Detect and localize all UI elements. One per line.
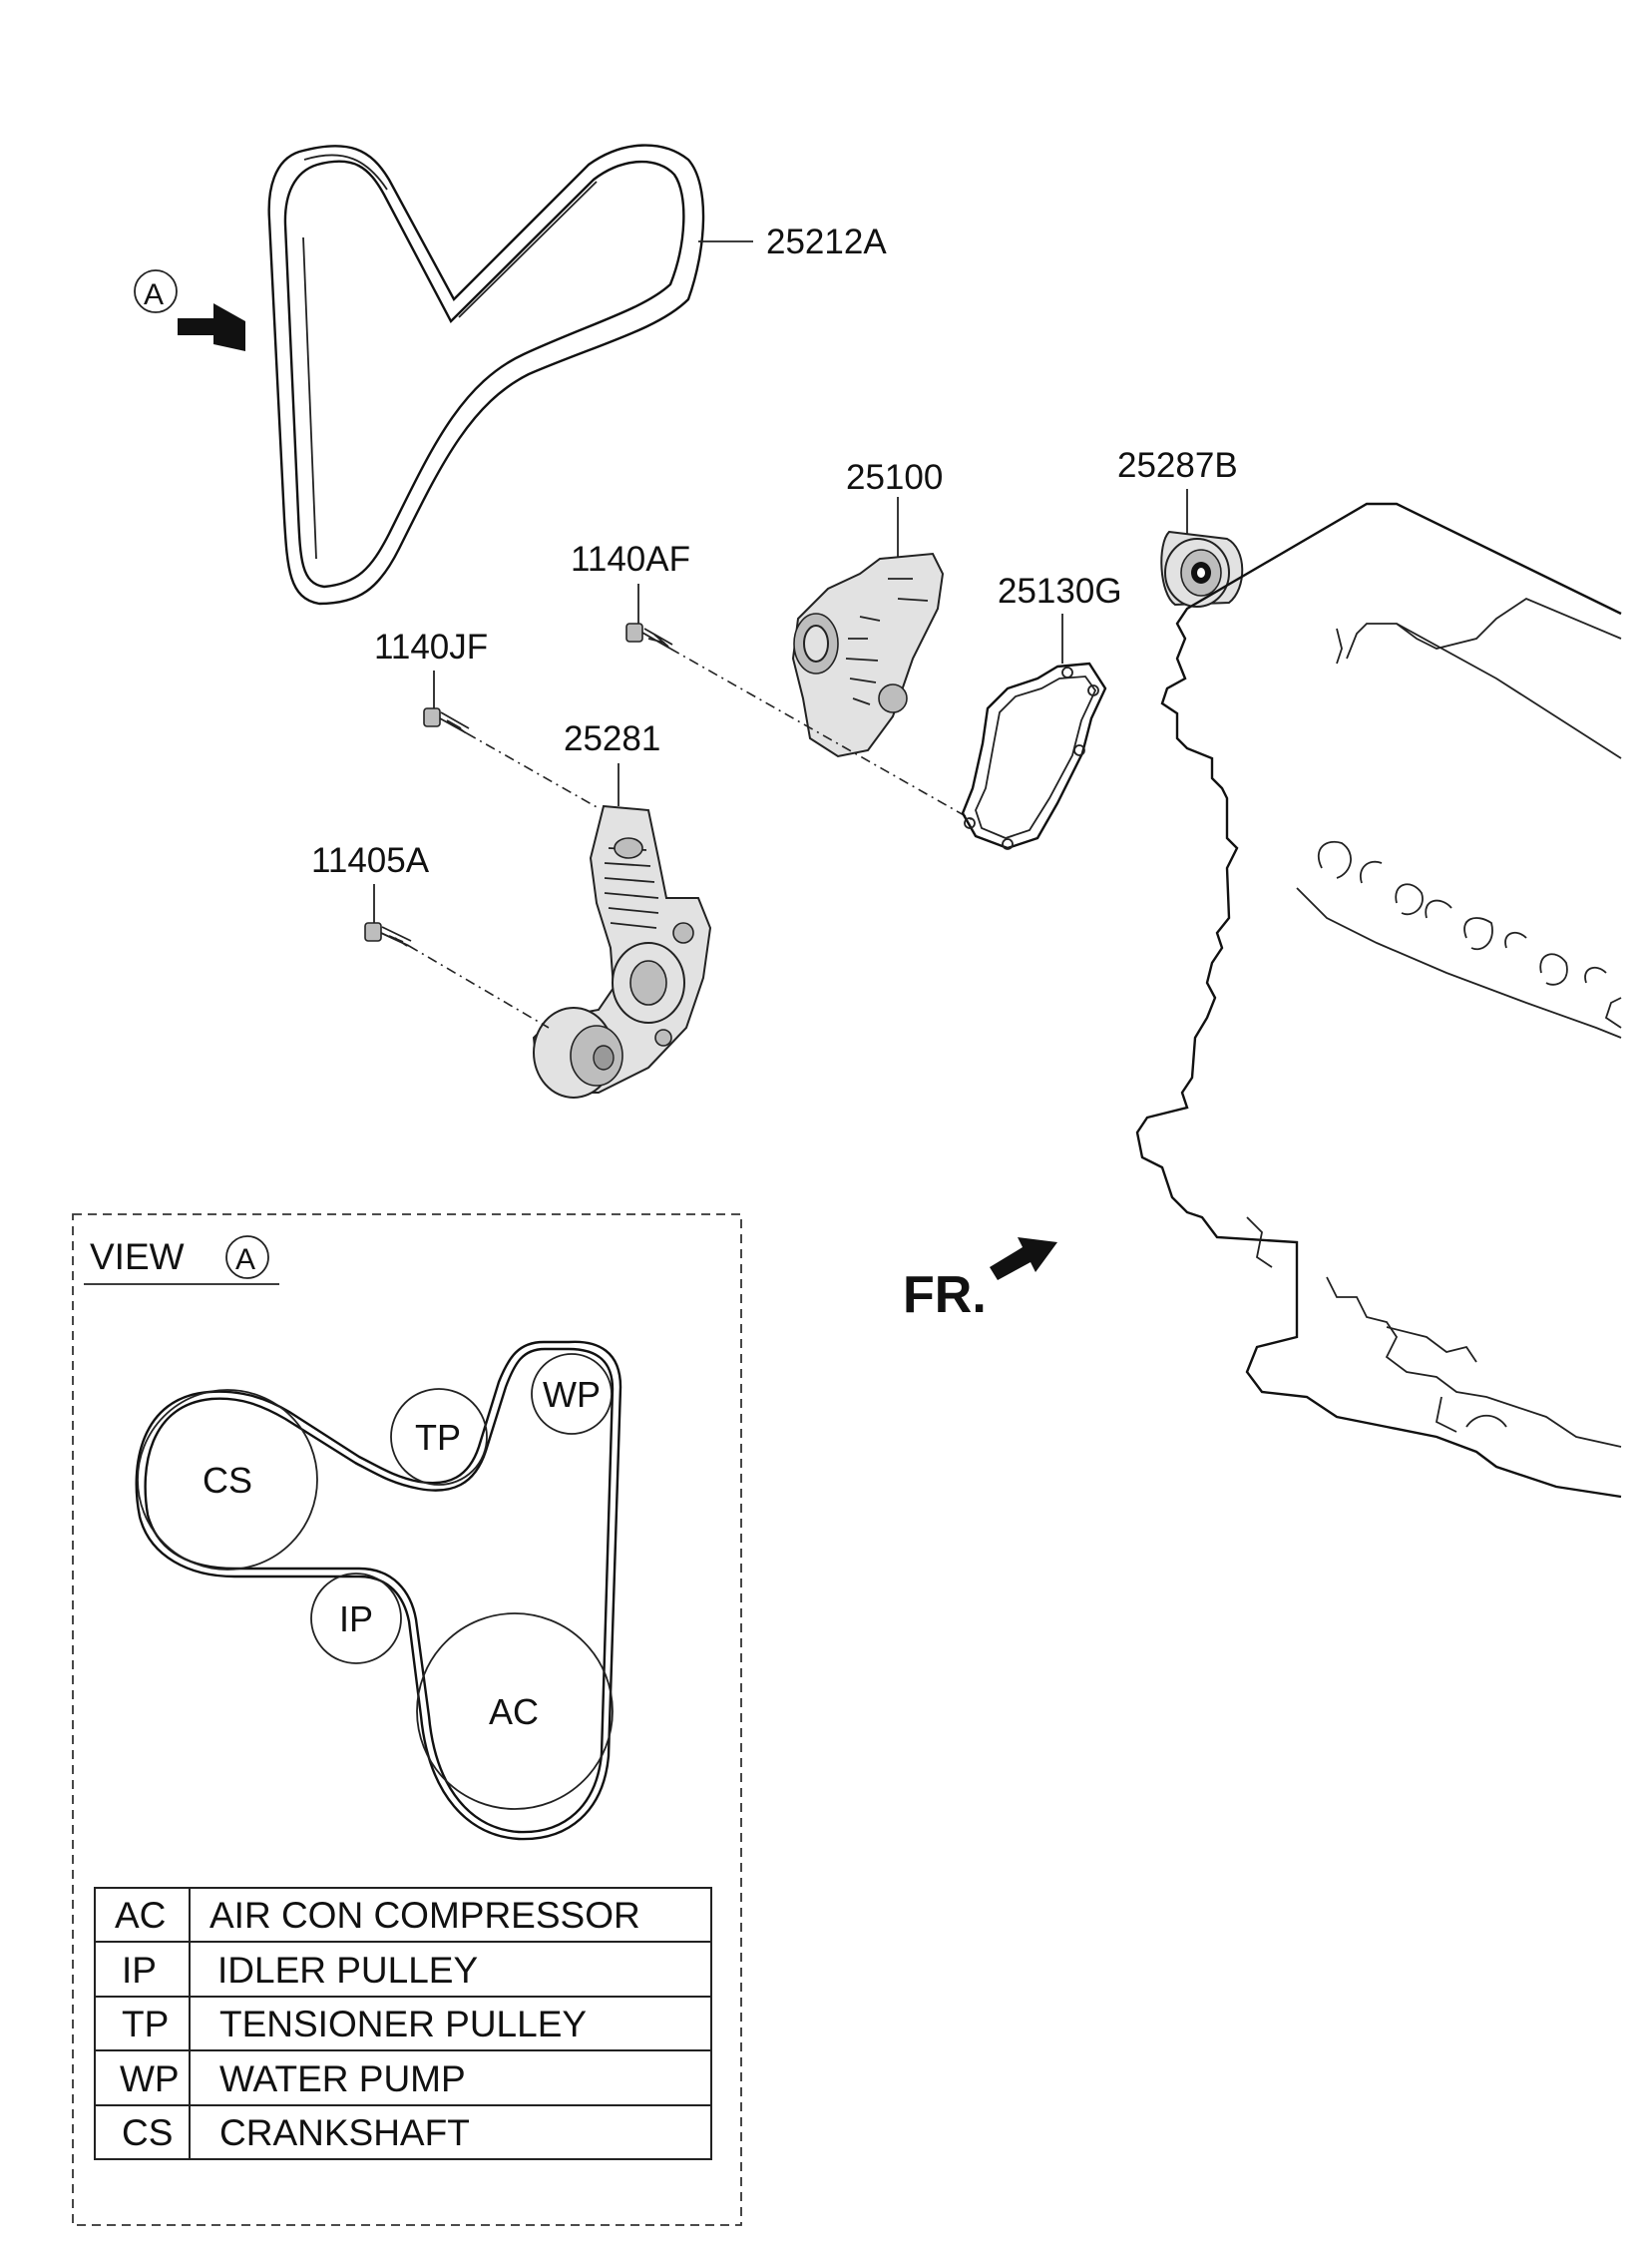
tensioner-part-number: 25281 [564,719,660,758]
idler-pulley [1160,530,1244,608]
legend-code: TP [122,2004,169,2044]
view-pulley-wp [531,1353,613,1435]
engine-block-outline [1135,502,1622,1499]
view-belt-outer [135,1340,622,1841]
legend-code: AC [115,1895,166,1936]
water-pump-part-number: 25100 [846,458,943,497]
tensioner-bolt-upper-part-number: 1140JF [374,628,488,667]
water-pump [791,552,945,758]
legend-code: WP [120,2058,180,2099]
front-direction-arrow-icon [990,1237,1057,1280]
view-title-marker: A [235,1243,255,1276]
water-pump-bolt-part-number: 1140AF [571,540,690,579]
view-pulley-ac-label: AC [489,1691,539,1732]
view-a-indicator: A [134,269,245,351]
gasket-part-number: 25130G [998,572,1122,611]
view-pulley-ip-label: IP [339,1598,373,1639]
belt-part-number: 25212A [766,223,887,261]
legend-name: TENSIONER PULLEY [219,2004,587,2044]
legend-code: CS [122,2112,173,2153]
legend-name: CRANKSHAFT [219,2112,470,2153]
tensioner-bolt-lower-part-number: 11405A [311,841,430,880]
legend-name: AIR CON COMPRESSOR [209,1895,640,1936]
tensioner-assembly [532,804,712,1099]
front-direction-indicator: FR. [903,1237,1057,1324]
legend-name: WATER PUMP [219,2058,466,2099]
view-title-marker-circle [225,1235,269,1279]
legend-table: AC AIR CON COMPRESSOR IP IDLER PULLEY TP… [94,1887,712,2160]
view-pulley-cs-label: CS [203,1460,252,1501]
water-pump-bolt-axis [669,648,974,821]
view-pulley-wp-label: WP [543,1374,601,1415]
legend-code: IP [122,1950,157,1991]
front-label: FR. [903,1266,987,1324]
tensioner-bolt-lower-axis [408,945,550,1029]
tensioner-bolt-lower [364,922,412,947]
idler-pulley-part-number: 25287B [1117,446,1238,485]
water-pump-bolt [625,623,673,650]
tensioner-bolt-upper [423,707,470,734]
view-a-panel: VIEW A CS TP WP IP AC AC AIR CON COMPRES… [72,1213,742,2226]
gasket [961,662,1107,850]
view-title: VIEW [90,1236,185,1277]
view-pulley-ip [310,1573,402,1664]
view-pulley-tp-label: TP [415,1417,461,1458]
legend-name: IDLER PULLEY [217,1950,478,1991]
drive-belt [267,144,705,606]
view-pulley-cs [137,1389,318,1571]
view-direction-arrow-icon [178,303,245,351]
view-a-circle [134,269,178,313]
tensioner-bolt-upper-axis [466,732,600,809]
view-a-letter: A [144,278,164,311]
view-pulley-ac [416,1612,614,1810]
view-pulley-tp [390,1388,488,1486]
